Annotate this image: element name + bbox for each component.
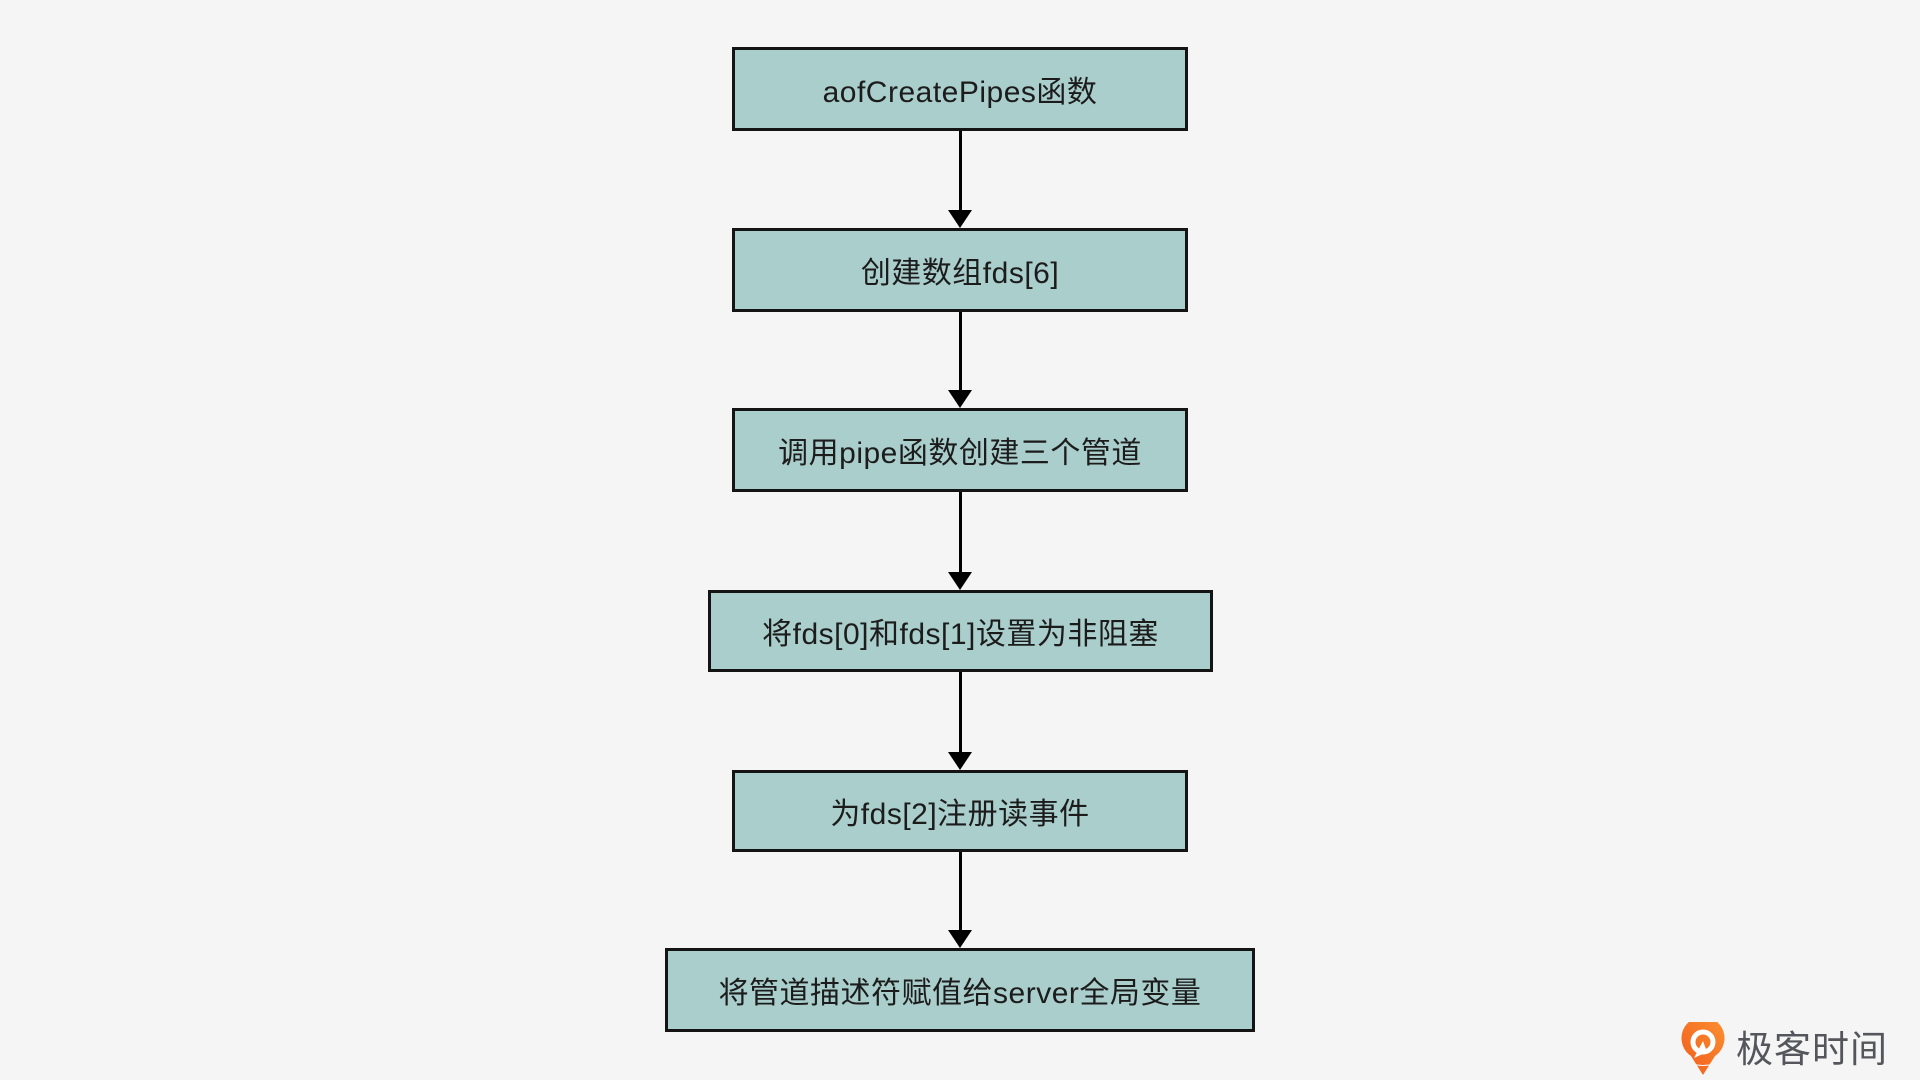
arrow-line: [958, 312, 962, 391]
arrow-head: [948, 210, 972, 228]
flow-arrow-down-icon: [947, 492, 973, 590]
arrow-line: [958, 852, 962, 931]
arrow-head: [948, 390, 972, 408]
arrow-head: [948, 930, 972, 948]
arrow-line: [958, 131, 962, 211]
flow-node-create-fds-array: 创建数组fds[6]: [732, 228, 1188, 312]
geektime-watermark: 极客时间: [1678, 1022, 1888, 1076]
arrow-line: [958, 492, 962, 573]
flow-arrow-down-icon: [947, 131, 973, 228]
flow-node-aof-create-pipes: aofCreatePipes函数: [732, 47, 1188, 131]
flow-node-set-fds-nonblocking: 将fds[0]和fds[1]设置为非阻塞: [708, 590, 1213, 672]
flow-node-call-pipe-create-three-pipes: 调用pipe函数创建三个管道: [732, 408, 1188, 492]
geektime-logo-text: 极客时间: [1736, 1028, 1888, 1070]
arrow-head: [948, 572, 972, 590]
flow-arrow-down-icon: [947, 312, 973, 408]
flow-node-register-read-event: 为fds[2]注册读事件: [732, 770, 1188, 852]
flow-arrow-down-icon: [947, 672, 973, 770]
flow-arrow-down-icon: [947, 852, 973, 948]
arrow-line: [958, 672, 962, 753]
arrow-head: [948, 752, 972, 770]
geektime-logo-icon: [1681, 1022, 1725, 1075]
flow-node-assign-pipes-to-server-global: 将管道描述符赋值给server全局变量: [665, 948, 1255, 1032]
